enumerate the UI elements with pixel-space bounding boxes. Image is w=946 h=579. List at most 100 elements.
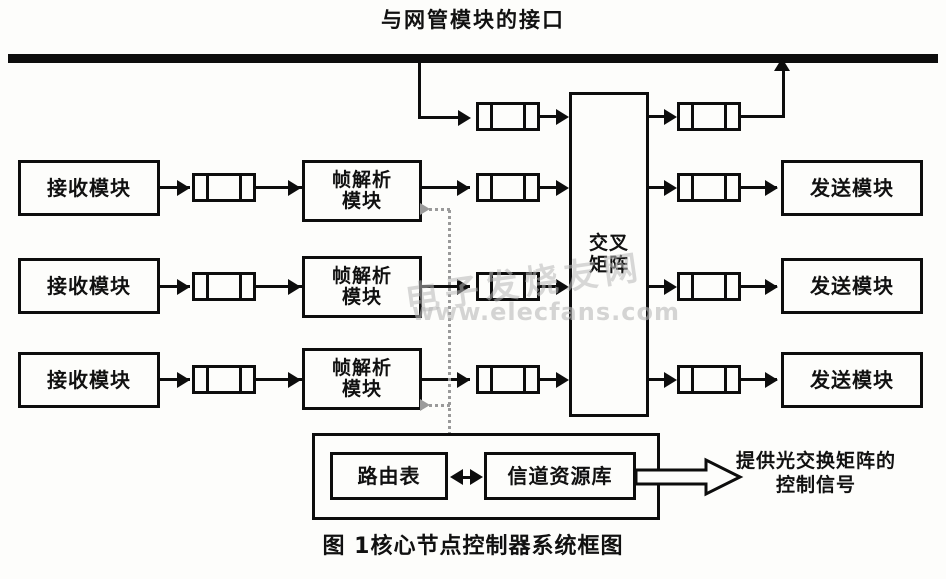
control-dotted-bus (448, 210, 451, 435)
buffer-queue-parse-3 (476, 365, 540, 394)
block-cross-matrix: 交叉 矩阵 (569, 92, 649, 417)
connector-line (649, 186, 673, 189)
block-receive-module-2: 接收模块 (18, 258, 160, 314)
connector-line (256, 378, 302, 381)
channel-resource-db-label: 信道资源库 (507, 463, 613, 488)
connector-line (540, 115, 562, 118)
buffer-queue-rx-3 (192, 365, 256, 394)
figure-caption: 图 1核心节点控制器系统框图 (322, 534, 624, 559)
frame-parser-label-line1: 帧解析 (331, 168, 392, 191)
arrowhead-right-icon (288, 279, 301, 295)
block-channel-resource-db: 信道资源库 (484, 452, 636, 500)
control-dotted-branch-1 (424, 208, 450, 211)
block-receive-module-1: 接收模块 (18, 160, 160, 216)
buffer-queue-parse-2 (476, 272, 540, 301)
arrowhead-right-icon (177, 180, 190, 196)
send-module-label: 发送模块 (810, 273, 894, 298)
arrowhead-right-icon (556, 279, 569, 295)
block-frame-parser-1: 帧解析 模块 (302, 160, 422, 222)
arrowhead-right-icon (765, 279, 778, 295)
frame-parser-label-line2: 模块 (341, 190, 382, 212)
buffer-queue-tx-3 (677, 365, 741, 394)
bus-downlink-to-buffer-line (418, 116, 460, 119)
block-send-module-3: 发送模块 (781, 352, 923, 408)
arrowhead-right-icon (556, 372, 569, 388)
receive-module-label: 接收模块 (47, 175, 131, 200)
connector-line (540, 285, 562, 288)
arrowhead-right-icon (664, 279, 677, 295)
connector-line (540, 186, 562, 189)
connector-line (741, 186, 777, 189)
bus-uplink-line (782, 70, 785, 116)
connector-line (741, 115, 785, 118)
arrowhead-right-icon (177, 372, 190, 388)
frame-parser-label-line2: 模块 (341, 286, 382, 308)
arrowhead-right-icon (177, 279, 190, 295)
connector-line (649, 285, 673, 288)
bidirectional-connector (456, 476, 478, 479)
buffer-queue-rx-2 (192, 272, 256, 301)
frame-parser-label-line1: 帧解析 (331, 264, 392, 287)
control-signal-label: 提供光交换矩阵的 控制信号 (700, 450, 932, 498)
connector-line (422, 378, 470, 381)
routing-table-label: 路由表 (357, 463, 421, 488)
management-bus (8, 54, 938, 63)
receive-module-label: 接收模块 (47, 273, 131, 298)
buffer-queue-parse-1 (476, 173, 540, 202)
frame-parser-label-line1: 帧解析 (331, 356, 392, 379)
arrowhead-right-icon (288, 180, 301, 196)
arrowhead-right-icon (765, 180, 778, 196)
arrowhead-right-icon (556, 109, 569, 125)
buffer-queue-tx-2 (677, 272, 741, 301)
block-receive-module-3: 接收模块 (18, 352, 160, 408)
connector-line (741, 378, 777, 381)
arrowhead-right-icon (664, 180, 677, 196)
arrowhead-right-icon (457, 180, 470, 196)
connector-line (741, 285, 777, 288)
buffer-queue-top-in (476, 102, 540, 131)
control-signal-block-arrow-icon (636, 457, 744, 497)
arrowhead-right-icon (288, 372, 301, 388)
receive-module-label: 接收模块 (47, 367, 131, 392)
cross-matrix-label-line2: 矩阵 (588, 253, 629, 276)
arrowhead-left-icon (450, 469, 463, 485)
bus-downlink-line (418, 60, 421, 118)
connector-line (649, 115, 673, 118)
connector-line (160, 285, 190, 288)
connector-line (649, 378, 673, 381)
arrowhead-right-icon (664, 372, 677, 388)
buffer-queue-tx-1 (677, 173, 741, 202)
control-signal-line2: 控制信号 (775, 473, 856, 496)
frame-parser-label-line2: 模块 (341, 378, 382, 400)
buffer-queue-rx-1 (192, 173, 256, 202)
block-frame-parser-2: 帧解析 模块 (302, 256, 422, 318)
cross-matrix-label-line1: 交叉 (588, 232, 629, 255)
buffer-queue-top-out (677, 102, 741, 131)
block-routing-table: 路由表 (330, 452, 448, 500)
send-module-label: 发送模块 (810, 175, 894, 200)
arrowhead-up-icon (774, 58, 790, 71)
bus-label: 与网管模块的接口 (381, 8, 565, 32)
arrowhead-right-icon (457, 279, 470, 295)
arrowhead-right-icon (458, 110, 471, 126)
block-send-module-2: 发送模块 (781, 258, 923, 314)
block-frame-parser-3: 帧解析 模块 (302, 348, 422, 410)
connector-line (160, 378, 190, 381)
control-signal-line1: 提供光交换矩阵的 (735, 450, 896, 472)
connector-line (422, 186, 470, 189)
arrowhead-left-dotted-icon (420, 203, 430, 215)
arrowhead-right-icon (664, 109, 677, 125)
control-dotted-branch-3 (424, 404, 450, 407)
connector-line (540, 378, 562, 381)
connector-line (256, 186, 302, 189)
connector-line (160, 186, 190, 189)
arrowhead-right-icon (765, 372, 778, 388)
connector-line (256, 285, 302, 288)
send-module-label: 发送模块 (810, 367, 894, 392)
arrowhead-right-icon (457, 372, 470, 388)
connector-line (422, 285, 470, 288)
arrowhead-left-dotted-icon (420, 399, 430, 411)
arrowhead-right-icon (470, 469, 483, 485)
block-send-module-1: 发送模块 (781, 160, 923, 216)
